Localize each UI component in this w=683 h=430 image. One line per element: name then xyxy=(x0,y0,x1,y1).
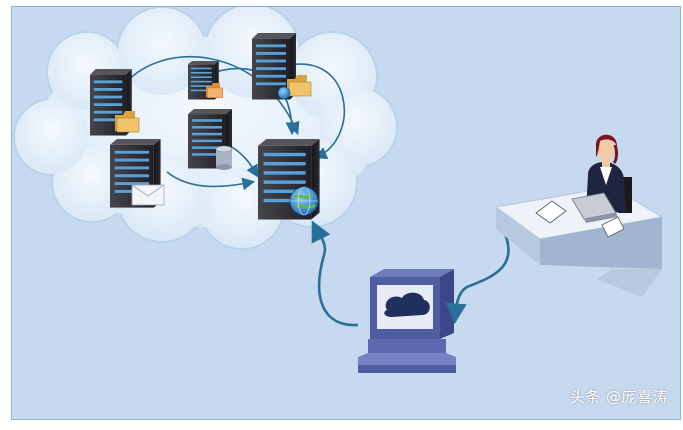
person-icon xyxy=(586,134,632,213)
globe-icon xyxy=(277,86,291,100)
folder-icon xyxy=(206,83,224,98)
folder-icon xyxy=(115,111,140,133)
laptop-icon xyxy=(571,192,618,223)
database-icon xyxy=(215,145,233,170)
data-flow-arrows xyxy=(311,220,510,327)
network-diagram xyxy=(13,7,664,373)
folder-icon xyxy=(287,75,312,97)
envelope-icon xyxy=(131,184,165,206)
document-icon xyxy=(535,200,625,238)
cloud-icon xyxy=(384,292,430,317)
watermark-text: 头条 @庞喜涛 xyxy=(569,388,668,406)
terminal-icon xyxy=(358,269,456,373)
globe-icon xyxy=(289,186,319,216)
diagram-canvas: 头条 @庞喜涛 xyxy=(11,6,681,420)
